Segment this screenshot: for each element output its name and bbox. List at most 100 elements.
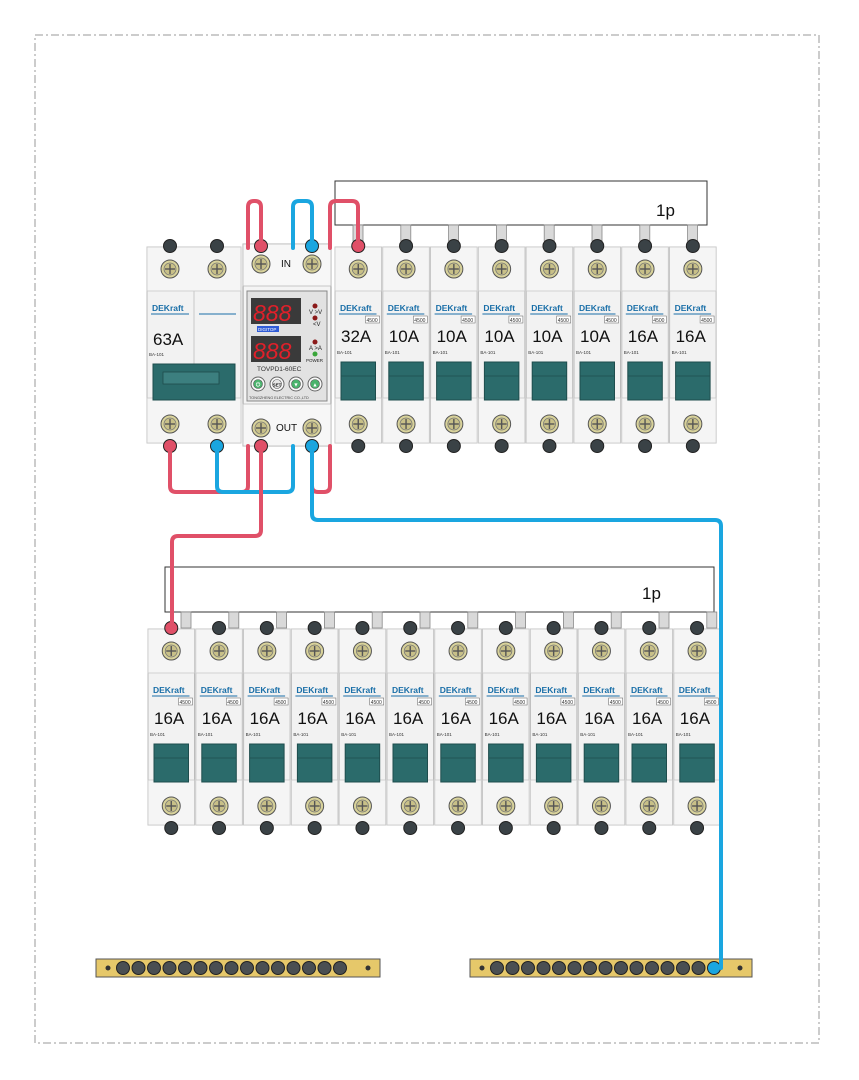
breaker-model: BA-101	[580, 732, 596, 737]
busbar-finger	[467, 611, 479, 629]
busbar-top-label: 1p	[656, 201, 675, 220]
series-box	[656, 697, 671, 706]
terminal-top	[163, 239, 177, 253]
breaker-lever[interactable]	[579, 361, 615, 401]
strip-hole	[286, 961, 301, 975]
breaker-series: 4500	[414, 318, 425, 324]
breaker-lever[interactable]	[344, 743, 381, 783]
breaker-series: 4500	[227, 700, 238, 706]
breaker-rating: 10A	[532, 327, 563, 346]
breaker-lever[interactable]	[583, 743, 620, 783]
enclosure-outline	[34, 34, 820, 1044]
busbar-bottom: 1p	[164, 566, 715, 613]
screw-bottom-icon	[209, 796, 229, 816]
breaker-model: BA-101	[485, 732, 501, 737]
breaker-lever[interactable]	[296, 743, 333, 783]
relay-down-button-label: ▼	[293, 383, 298, 389]
busbar-finger	[419, 611, 431, 629]
relay-led-1	[312, 303, 318, 309]
breaker-series: 4500	[275, 700, 286, 706]
breaker-rating: 16A	[441, 709, 472, 728]
breaker-series: 4500	[466, 700, 477, 706]
screw-bottom-icon	[635, 414, 655, 434]
breaker-lever[interactable]	[483, 361, 520, 401]
breaker-rating: 16A	[676, 327, 707, 346]
screw-bottom-icon	[348, 414, 368, 434]
relay-up-button[interactable]: ▲	[307, 376, 323, 392]
wire-busbar-feed	[328, 199, 360, 250]
screw-top-icon	[591, 641, 611, 661]
screw-top-icon	[492, 259, 512, 279]
screw-bottom-icon	[444, 414, 464, 434]
relay-down-button[interactable]: ▼	[288, 376, 304, 392]
series-box	[699, 315, 715, 324]
relay-out-label: OUT	[276, 423, 297, 434]
terminal-top	[212, 621, 227, 635]
screw-top-icon	[396, 259, 416, 279]
breaker-brand: DEKraft	[531, 303, 563, 313]
breaker-model: BA-101	[437, 732, 453, 737]
breaker-lever[interactable]	[531, 361, 568, 401]
screw-top-icon	[209, 641, 229, 661]
breaker-lever[interactable]	[627, 361, 663, 401]
relay-power-button[interactable]: ⏻	[250, 376, 266, 392]
terminal-top	[403, 621, 418, 635]
terminal-top	[690, 621, 705, 635]
wire-in-neutral	[291, 199, 314, 250]
screw-top-icon	[635, 259, 655, 279]
terminal-top	[307, 621, 322, 635]
busbar-finger	[610, 611, 622, 629]
terminal-top	[546, 621, 561, 635]
breaker-rating: 16A	[584, 709, 615, 728]
breaker-lever[interactable]	[675, 361, 711, 401]
breaker-lever[interactable]	[340, 361, 376, 401]
screw-top-icon	[348, 259, 368, 279]
strip-hole	[116, 961, 130, 975]
breaker-lever[interactable]	[392, 743, 428, 783]
strip-hole	[521, 961, 535, 975]
breaker-lever[interactable]	[631, 743, 667, 783]
relay-display-top	[251, 298, 301, 324]
relay-brand-tag: DIGITOP	[258, 327, 276, 332]
breaker-lever[interactable]	[488, 743, 524, 783]
strip-hole	[614, 961, 628, 975]
busbar-finger	[639, 224, 651, 242]
strip-hole	[317, 961, 332, 975]
series-box	[365, 315, 380, 324]
breaker-lever[interactable]	[436, 361, 472, 401]
breaker-lever[interactable]	[679, 743, 715, 783]
relay-power-button-label: ⏻	[256, 382, 261, 389]
breaker-series: 4500	[610, 700, 621, 706]
breaker-lever[interactable]	[153, 743, 189, 783]
breaker-series: 4500	[562, 700, 573, 706]
breaker-lever[interactable]	[388, 361, 424, 401]
breaker-lever[interactable]	[440, 743, 476, 783]
relay-set-button[interactable]: SET	[269, 376, 285, 392]
breaker-lever[interactable]	[201, 743, 237, 783]
breaker-lever[interactable]	[249, 743, 285, 783]
breaker-model: BA-101	[528, 350, 544, 355]
series-box	[369, 697, 385, 706]
breaker-lever[interactable]	[535, 743, 572, 783]
